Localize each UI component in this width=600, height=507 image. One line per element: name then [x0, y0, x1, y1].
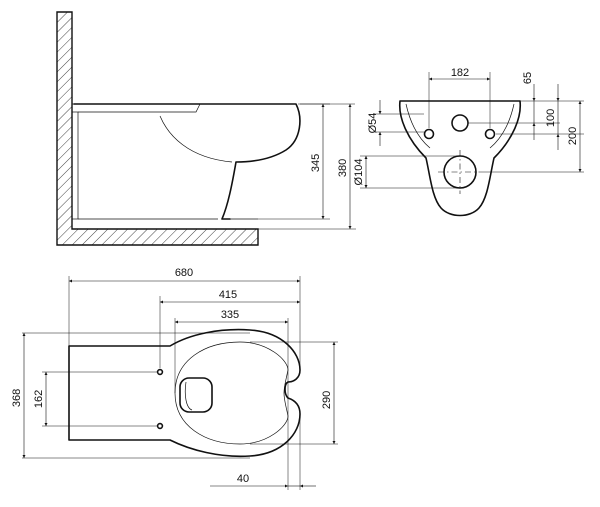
wall-floor-section [56, 11, 259, 246]
top-view: 680 415 335 368 162 290 40 [11, 267, 338, 490]
dim-40-label: 40 [237, 473, 249, 485]
dim-200-label: 200 [567, 127, 579, 145]
dim-182-label: 182 [451, 67, 469, 79]
rim-inner-outline [174, 341, 289, 445]
outlet-opening [443, 155, 477, 189]
front-view: 182 65 100 200 Ø54 Ø104 [353, 67, 584, 217]
dim-380-label: 380 [337, 159, 349, 177]
dim-345-label: 345 [310, 154, 322, 172]
dim-100-label: 100 [545, 109, 557, 127]
dim-65-label: 65 [522, 72, 534, 84]
mounting-frame [71, 111, 79, 220]
dim-162-label: 162 [33, 390, 45, 408]
dim-368-label: 368 [11, 389, 23, 407]
bowl-opening [179, 377, 213, 413]
dim-290-label: 290 [321, 391, 333, 409]
bowl-inner-profile [159, 115, 233, 163]
bolt-hole-left [423, 128, 435, 140]
dim-415-label: 415 [219, 289, 237, 301]
dim-d54-label: Ø54 [367, 113, 379, 134]
bowl-top-outline [68, 328, 301, 458]
dim-335-label: 335 [221, 309, 239, 321]
bolt-hole-right [484, 128, 496, 140]
fixing-point-top [156, 368, 164, 376]
bowl-side-outline [73, 103, 301, 220]
bowl-front-outline [398, 100, 522, 217]
dim-680-label: 680 [175, 267, 193, 279]
dim-d104-label: Ø104 [353, 159, 365, 186]
water-inlet [451, 114, 469, 132]
fixing-point-bottom [156, 422, 164, 430]
side-view: 345 380 [56, 11, 356, 246]
